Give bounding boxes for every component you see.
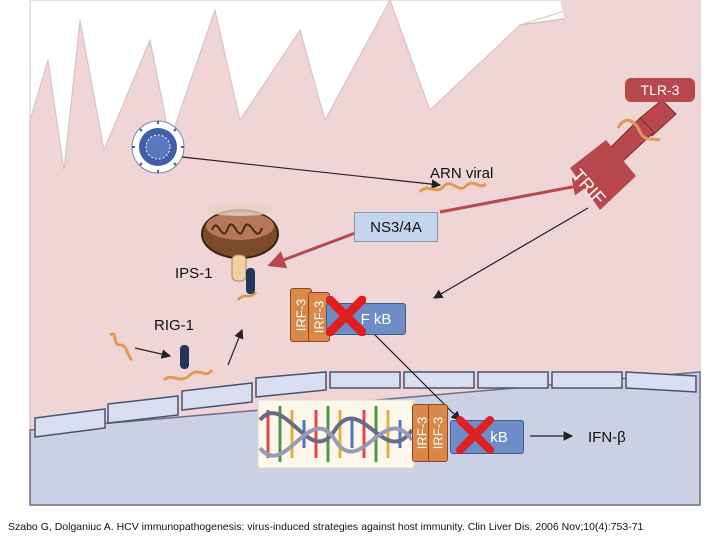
rig1-receptor [180,345,189,369]
inhibition-x-icon-nucleus [456,416,494,454]
arrow-rna-to-trif [439,177,591,214]
arrow-ns3-cleaves-ips1 [267,230,359,269]
irf3-label-cyto-2: IRF-3 [311,300,327,334]
nuclear-membrane [34,371,697,438]
rig1-label: RIG-1 [154,317,195,334]
nfkb-nuc-label: kB [490,428,508,446]
irf3-label-nuc-2: IRF-3 [430,416,446,450]
arrow-trif-to-nfkb [432,207,589,299]
irf3-label-cyto-1: IRF-3 [293,298,309,332]
ips1-label: IPS-1 [175,265,213,282]
irf3-box-nuc-2: IRF-3 [428,404,448,462]
ips1-adaptor [246,268,255,294]
tlr3-bound-rna-icon [616,118,661,142]
hcv-virus-icon [131,120,185,174]
arrow-rna-to-rig1 [134,347,172,359]
ips1-anchor [231,254,247,282]
arrow-virus-to-rna [181,156,442,189]
dna-helix-icon [257,399,415,469]
trif-adaptor [570,140,636,210]
tlr3-label: TLR-3 [640,82,680,98]
ifn-beta-label: IFN-β [588,429,626,446]
ns3-4a-box: NS3/4A [354,212,438,242]
nfkb-cyto-label: F kB [360,310,392,328]
mitochondrion-icon [201,204,279,259]
ns3-4a-label: NS3/4A [370,218,422,236]
rig1-rna-icon [162,369,214,382]
ips1-rna-icon [236,290,258,302]
citation-text: Szabo G, Dolganiuc A. HCV immunopathogen… [8,521,644,533]
inhibition-x-icon [326,296,366,336]
arrow-rig1-to-ips1 [227,328,244,366]
viral-rna-icon [418,181,487,194]
tlr3-label-box: TLR-3 [625,78,695,102]
free-rna-icon [109,332,134,362]
arn-viral-label: ARN viral [430,165,494,182]
